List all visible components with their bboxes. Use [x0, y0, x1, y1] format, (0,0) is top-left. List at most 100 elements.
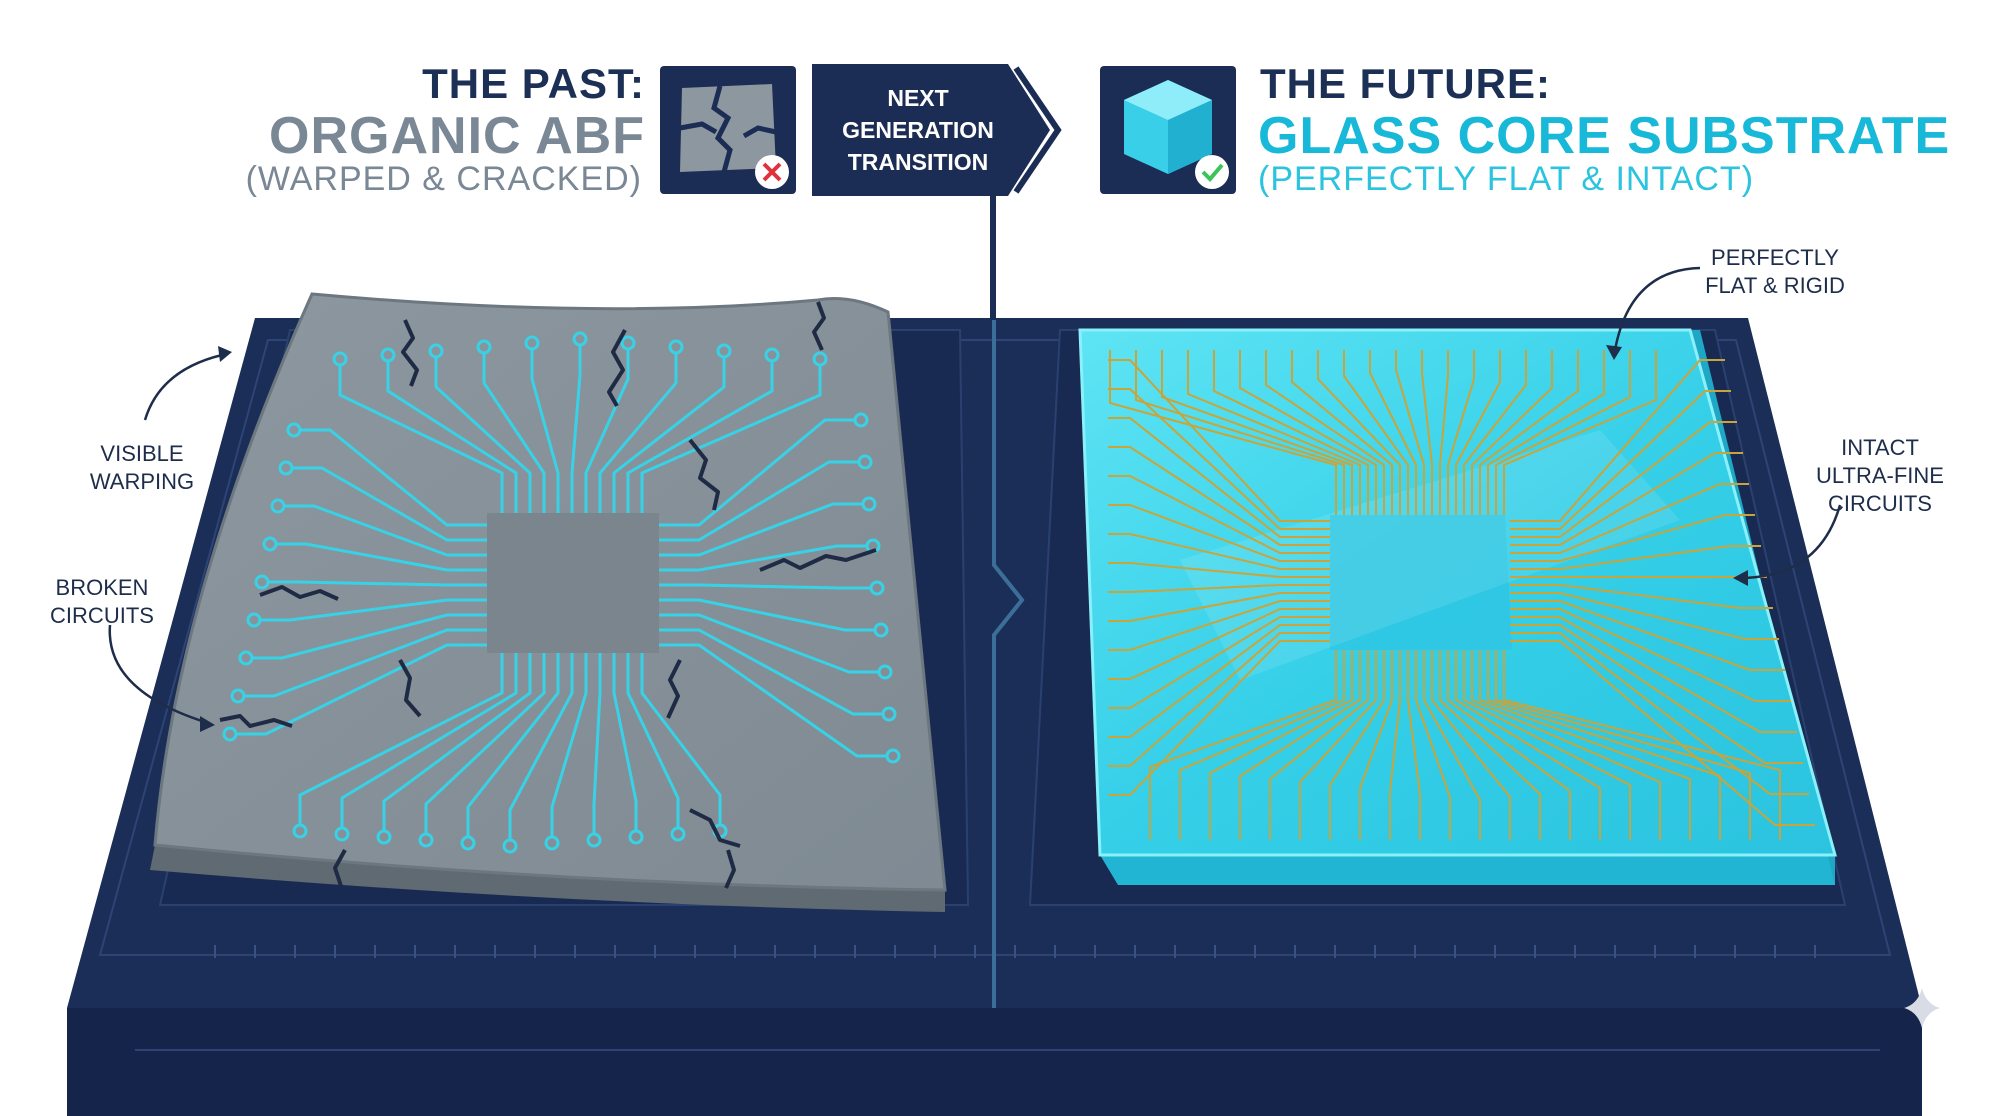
circuit-trace — [592, 653, 602, 834]
trace-pad — [380, 347, 396, 363]
gold-trace — [1239, 650, 1361, 840]
transition-line-3: TRANSITION — [847, 149, 989, 175]
trace-pad — [262, 536, 278, 552]
gold-trace — [1329, 650, 1385, 840]
gold-trace — [1213, 350, 1369, 515]
trace-pad — [292, 823, 308, 839]
trace-pad — [873, 622, 889, 638]
gold-trace — [1359, 650, 1393, 840]
sparkle-icon — [1904, 988, 1940, 1028]
gold-trace — [1395, 350, 1425, 515]
trace-pad — [869, 580, 885, 596]
gold-trace — [1161, 350, 1353, 515]
circuit-trace — [598, 353, 678, 513]
circuit-trace — [530, 349, 560, 513]
gold-trace — [1510, 359, 1725, 522]
gold-trace — [1510, 514, 1755, 562]
gold-trace — [1447, 650, 1571, 840]
gold-trace — [1510, 640, 1815, 826]
circuit-trace — [386, 361, 518, 513]
platform-front — [67, 1008, 1922, 1116]
past-heading: THE PAST: — [422, 60, 645, 107]
circuit-trace — [268, 580, 487, 587]
gold-trace — [1135, 350, 1345, 515]
circuit-trace — [252, 613, 487, 660]
trace-pad — [460, 835, 476, 851]
gold-trace — [1487, 350, 1605, 515]
circuit-trace — [626, 653, 680, 828]
trace-pad — [502, 838, 518, 854]
trace-pad — [428, 343, 444, 359]
flat-rigid-label: PERFECTLY FLAT & RIGID — [1705, 245, 1845, 298]
trace-pad — [628, 829, 644, 845]
gold-trace — [1108, 624, 1330, 738]
gold-trace — [1369, 350, 1417, 515]
gold-trace — [1495, 350, 1631, 515]
gold-trace — [1179, 650, 1345, 840]
gold-trace — [1510, 584, 1773, 609]
glass-cube-icon — [1124, 80, 1229, 189]
transition-label: NEXT GENERATION TRANSITION — [812, 82, 1024, 178]
gold-trace — [1265, 350, 1385, 515]
trace-pad — [332, 351, 348, 367]
trace-pad — [222, 726, 238, 742]
gold-trace — [1108, 632, 1330, 767]
gold-trace — [1389, 650, 1401, 840]
gold-trace — [1109, 350, 1337, 515]
trace-pad — [286, 422, 302, 438]
x-mark-icon — [762, 162, 782, 182]
gold-trace — [1108, 504, 1330, 562]
gold-trace — [1108, 475, 1330, 554]
transition-line-1: NEXT — [887, 85, 949, 111]
trace-pad — [764, 347, 780, 363]
future-heading: THE FUTURE: — [1260, 60, 1551, 107]
gold-trace — [1510, 600, 1785, 671]
past-subtitle: (WARPED & CRACKED) — [245, 160, 642, 198]
organic-traces — [222, 331, 901, 854]
trace-pad — [544, 835, 560, 851]
visible-warping-label: VISIBLE WARPING — [89, 441, 195, 494]
gold-trace — [1108, 616, 1330, 709]
transition-stem — [990, 196, 996, 320]
gold-trace — [1510, 592, 1779, 640]
circuit-trace — [482, 353, 546, 513]
gold-trace — [1479, 650, 1691, 840]
gold-trace — [1108, 584, 1330, 593]
trace-pad — [885, 748, 901, 764]
broken-circuits-label: BROKEN CIRCUITS — [50, 575, 154, 628]
gold-trace — [1510, 483, 1749, 554]
circuit-trace — [466, 653, 560, 837]
trace-pad — [230, 688, 246, 704]
circuit-trace — [659, 613, 879, 674]
circuit-trace — [236, 643, 487, 736]
gold-trace — [1479, 350, 1579, 515]
gold-trace — [1187, 350, 1361, 515]
gold-trace — [1149, 650, 1337, 840]
trace-pad — [278, 460, 294, 476]
circuit-trace — [659, 643, 887, 758]
circuit-trace — [659, 598, 875, 632]
intact-circuits-label: INTACT ULTRA-FINE CIRCUITS — [1816, 435, 1944, 516]
gold-trace — [1108, 600, 1330, 651]
gold-trace — [1510, 608, 1791, 702]
gold-trace — [1463, 350, 1527, 515]
gold-trace — [1510, 390, 1731, 530]
past-badge — [660, 66, 796, 194]
trace-pad — [861, 496, 877, 512]
gold-trace — [1439, 350, 1449, 515]
trace-pad — [853, 412, 869, 428]
circuit-trace — [292, 466, 487, 542]
gold-trace — [1108, 417, 1330, 538]
gold-trace — [1407, 650, 1421, 840]
trace-pad — [238, 650, 254, 666]
trace-pad — [881, 706, 897, 722]
gold-trace — [1415, 650, 1451, 840]
circuit-trace — [659, 418, 855, 527]
gold-trace — [1503, 650, 1781, 840]
gold-trace — [1431, 650, 1511, 840]
check-mark-icon — [1201, 163, 1224, 182]
trace-pad — [476, 339, 492, 355]
gold-trace — [1108, 388, 1330, 530]
gold-trace — [1239, 350, 1377, 515]
